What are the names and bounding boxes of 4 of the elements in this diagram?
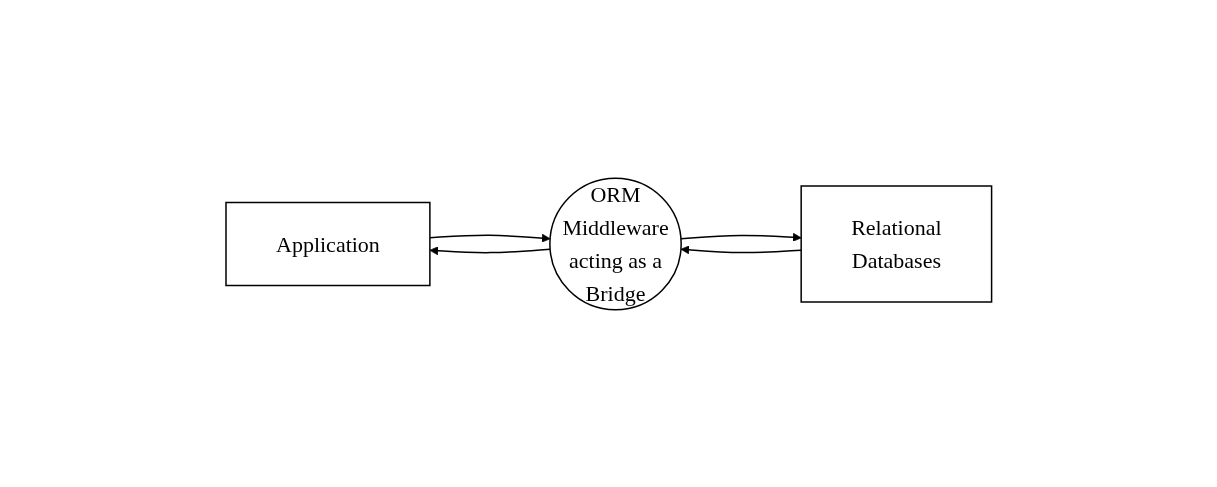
node-box: Relational Databases <box>800 184 993 303</box>
node-box: Application <box>224 201 431 286</box>
node-circle: ORM Middleware acting as a Bridge <box>548 177 682 310</box>
arrow <box>429 245 551 255</box>
